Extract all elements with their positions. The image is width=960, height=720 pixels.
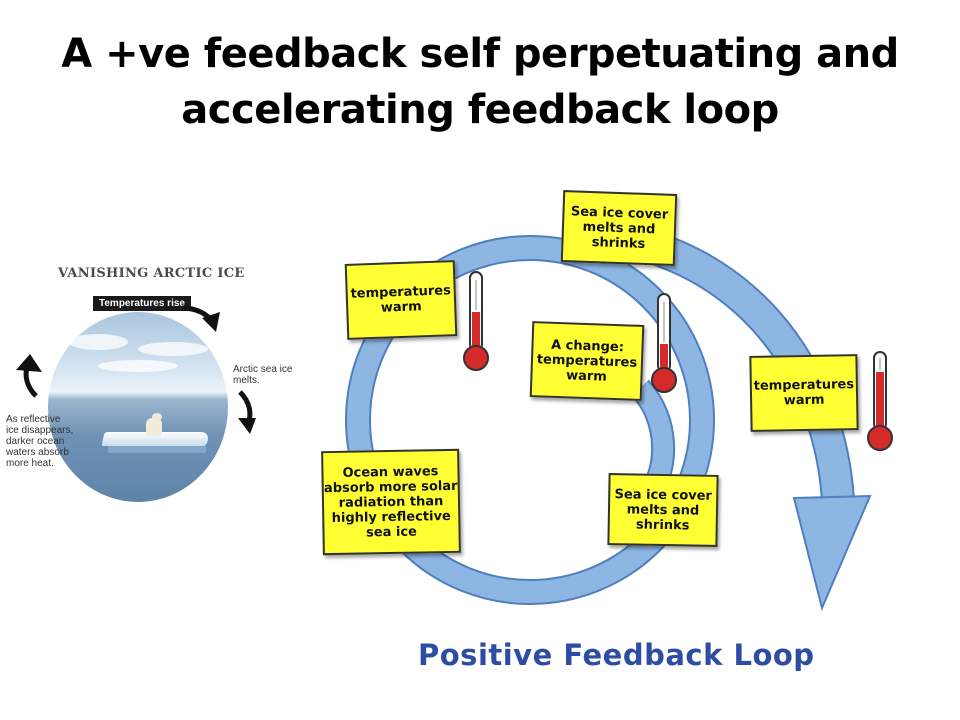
polar-bear-icon	[146, 418, 162, 436]
cloud-shape	[98, 360, 178, 372]
box-text: warm	[565, 367, 608, 385]
spiral-arrow-fill	[643, 231, 853, 502]
note-line: Arctic sea ice	[233, 364, 293, 375]
ice-floe-shadow	[108, 445, 206, 453]
box-text: warm	[783, 392, 825, 409]
box-text: temperatures	[753, 377, 855, 394]
note-line: darker ocean	[6, 436, 65, 447]
box-text: shrinks	[591, 234, 646, 252]
box-text: temperatures	[350, 283, 452, 302]
note-line: As reflective	[6, 414, 61, 425]
title-line-2: accelerating feedback loop	[181, 87, 779, 133]
box-text: sea ice	[365, 524, 418, 540]
slide-title: A +ve feedback self perpetuating and acc…	[30, 26, 930, 138]
box-ocean-waves: Ocean waves absorb more solar radiation …	[321, 448, 461, 556]
temperatures-rise-tag: Temperatures rise	[93, 296, 191, 311]
box-text: Ocean waves	[342, 463, 439, 481]
box-text: Sea ice cover	[614, 486, 713, 504]
positive-feedback-loop-label: Positive Feedback Loop	[418, 638, 815, 672]
box-sea-ice-top: Sea ice cover melts and shrinks	[560, 190, 678, 266]
box-text: warm	[380, 299, 422, 316]
box-text: temperatures	[536, 351, 638, 371]
box-text: highly reflective	[331, 508, 451, 526]
note-line: melts.	[233, 375, 260, 386]
thermometer-icon	[867, 351, 893, 451]
big-arrowhead-icon	[792, 494, 872, 612]
box-text: melts and	[626, 501, 700, 519]
box-temperatures-warm-left: temperatures warm	[344, 260, 458, 340]
cloud-shape	[68, 334, 128, 350]
arctic-photo	[48, 312, 228, 502]
box-a-change: A change: temperatures warm	[529, 321, 645, 401]
arctic-note-right: Arctic sea ice melts.	[233, 364, 292, 386]
box-sea-ice-bottom: Sea ice cover melts and shrinks	[607, 473, 719, 547]
title-line-1: A +ve feedback self perpetuating and	[61, 31, 899, 77]
note-line: ice disappears,	[6, 425, 74, 436]
arctic-heading: VANISHING ARCTIC ICE	[58, 266, 245, 281]
box-temperatures-warm-right: temperatures warm	[749, 354, 859, 432]
note-line: waters absorb	[6, 447, 69, 458]
note-line: more heat.	[6, 458, 54, 469]
arctic-note-left: As reflective ice disappears, darker oce…	[6, 414, 73, 469]
thermometer-icon	[463, 271, 489, 371]
box-text: shrinks	[635, 517, 690, 533]
cloud-shape	[138, 342, 208, 356]
polar-bear-head	[152, 413, 162, 421]
loop-arrow-inner	[347, 237, 713, 603]
thermometer-icon	[651, 293, 677, 393]
